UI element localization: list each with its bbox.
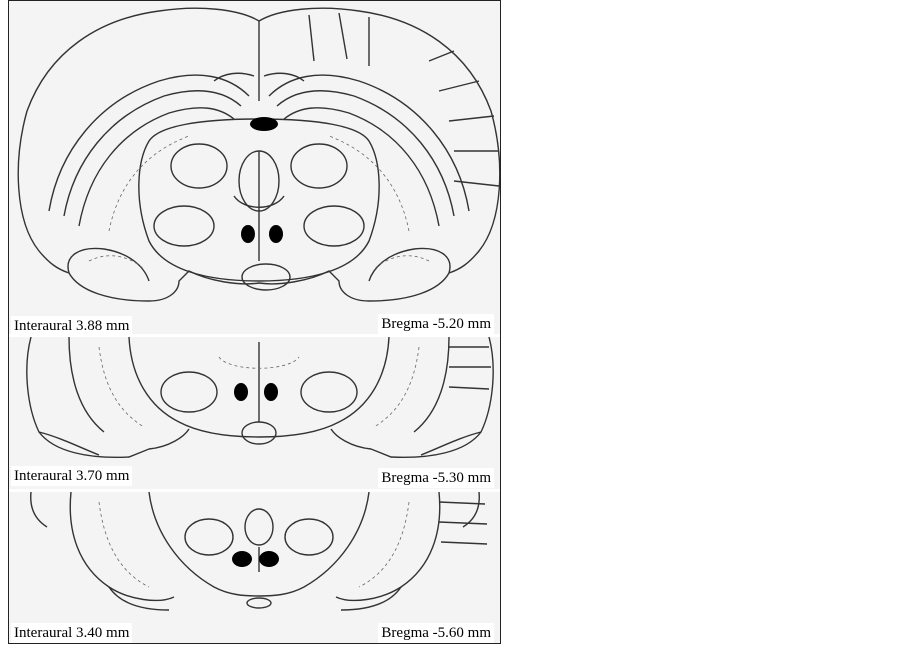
lesion-marker <box>241 225 255 243</box>
bregma-label: Bregma -5.20 mm <box>378 314 494 334</box>
interaural-label: Interaural 3.70 mm <box>11 466 133 486</box>
bregma-label: Bregma -5.30 mm <box>378 468 494 488</box>
coronal-section-3-drawing <box>30 492 488 611</box>
panel-divider <box>9 334 500 337</box>
lesion-marker <box>234 383 248 401</box>
lesion-marker <box>264 383 278 401</box>
interaural-label: Interaural 3.88 mm <box>11 316 133 334</box>
bregma-label: Bregma -5.60 mm <box>378 623 494 643</box>
atlas-section-3: Interaural 3.40 mm Bregma -5.60 mm <box>9 492 500 643</box>
atlas-section-1: Interaural 3.88 mm Bregma -5.20 mm <box>9 1 500 334</box>
coronal-section-1-drawing <box>17 7 500 302</box>
lesion-marker <box>250 117 278 131</box>
lesion-marker <box>269 225 283 243</box>
panel-divider <box>9 489 500 492</box>
lesion-marker <box>259 551 279 567</box>
interaural-label: Interaural 3.40 mm <box>11 623 133 643</box>
coronal-section-2-drawing <box>26 337 494 459</box>
atlas-section-2: Interaural 3.70 mm Bregma -5.30 mm <box>9 337 500 489</box>
lesion-marker <box>232 551 252 567</box>
brain-atlas-figure: Interaural 3.88 mm Bregma -5.20 mm <box>8 0 501 644</box>
